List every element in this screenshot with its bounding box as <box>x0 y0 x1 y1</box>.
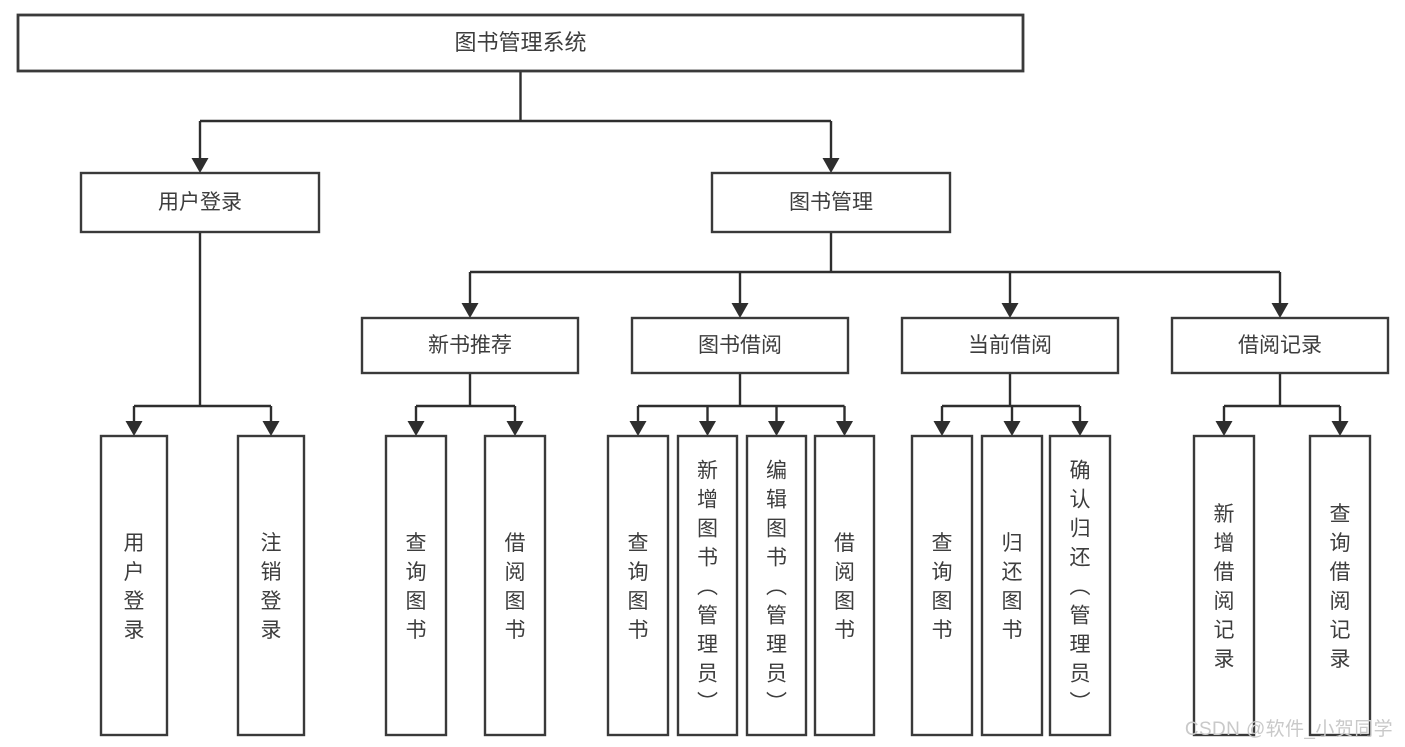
node-borrow-record[interactable]: 借阅记录 <box>1170 316 1390 375</box>
node-box <box>1308 434 1372 737</box>
node-leaf-borrow-book-2[interactable]: 借阅图书 <box>813 434 876 737</box>
node-box <box>1170 316 1390 375</box>
node-leaf-query-book-2[interactable]: 查询图书 <box>606 434 670 737</box>
node-label: 借阅图书 <box>834 532 855 642</box>
to-leaf-edit-book-arrowhead <box>768 421 785 436</box>
node-leaf-add-record[interactable]: 新增借阅记录 <box>1192 434 1256 737</box>
node-box <box>710 171 952 234</box>
node-book-borrow[interactable]: 图书借阅 <box>630 316 850 375</box>
node-label: 确认归还︵管理员︶ <box>1070 460 1091 715</box>
to-book-manage-arrowhead <box>822 158 840 173</box>
to-leaf-add-record-arrowhead <box>1215 421 1233 436</box>
node-label: 当前借阅 <box>968 334 1052 357</box>
node-label: 新增图书︵管理员︶ <box>697 460 718 715</box>
node-box <box>79 171 321 234</box>
node-label: 新书推荐 <box>428 334 512 357</box>
to-leaf-borrow-book-2-arrowhead <box>836 421 853 436</box>
node-box <box>1048 434 1112 737</box>
node-new-book-recommend[interactable]: 新书推荐 <box>360 316 580 375</box>
node-user-login[interactable]: 用户登录 <box>79 171 321 234</box>
node-leaf-confirm-return[interactable]: 确认归还︵管理员︶ <box>1048 434 1112 737</box>
node-box <box>1192 434 1256 737</box>
node-root[interactable]: 图书管理系统 <box>16 13 1025 73</box>
to-borrow-record-arrowhead <box>1271 303 1289 318</box>
to-leaf-return-book-arrowhead <box>1003 421 1021 436</box>
node-label: 借阅记录 <box>1238 334 1322 357</box>
node-current-borrow[interactable]: 当前借阅 <box>900 316 1120 375</box>
node-label: 图书管理 <box>789 191 873 214</box>
to-new-book-recommend-arrowhead <box>461 303 479 318</box>
node-leaf-query-book-3[interactable]: 查询图书 <box>910 434 974 737</box>
connector-layer <box>125 71 1349 436</box>
node-box <box>483 434 547 737</box>
node-leaf-return-book[interactable]: 归还图书 <box>980 434 1044 737</box>
node-label: 新增借阅记录 <box>1214 503 1235 671</box>
node-leaf-user-login[interactable]: 用户登录 <box>99 434 169 737</box>
node-label: 编辑图书︵管理员︶ <box>766 460 787 715</box>
to-leaf-add-book-arrowhead <box>699 421 716 436</box>
csdn-watermark: CSDN @软件_小贺同学 <box>1184 719 1393 740</box>
node-label: 图书借阅 <box>698 334 782 357</box>
to-book-borrow-arrowhead <box>731 303 749 318</box>
node-label: 查询图书 <box>932 532 953 642</box>
node-leaf-borrow-book-1[interactable]: 借阅图书 <box>483 434 547 737</box>
node-box <box>745 434 808 737</box>
node-label: 借阅图书 <box>505 532 526 642</box>
node-book-manage[interactable]: 图书管理 <box>710 171 952 234</box>
to-leaf-logout-arrowhead <box>262 421 280 436</box>
node-label: 归还图书 <box>1002 532 1023 642</box>
node-leaf-logout[interactable]: 注销登录 <box>236 434 306 737</box>
to-leaf-borrow-book-1-arrowhead <box>506 421 524 436</box>
node-box <box>606 434 670 737</box>
to-user-login-arrowhead <box>191 158 209 173</box>
to-current-borrow-arrowhead <box>1001 303 1019 318</box>
node-label: 注销登录 <box>261 532 282 642</box>
node-box <box>236 434 306 737</box>
node-layer: 图书管理系统用户登录用户登录注销登录图书管理新书推荐查询图书借阅图书图书借阅查询… <box>16 13 1390 737</box>
node-box <box>630 316 850 375</box>
node-leaf-query-record[interactable]: 查询借阅记录 <box>1308 434 1372 737</box>
node-leaf-query-book-1[interactable]: 查询图书 <box>384 434 448 737</box>
to-leaf-query-book-1-arrowhead <box>407 421 425 436</box>
node-box <box>980 434 1044 737</box>
to-leaf-user-login-arrowhead <box>125 421 143 436</box>
to-leaf-query-book-3-arrowhead <box>933 421 951 436</box>
node-box <box>900 316 1120 375</box>
node-box <box>910 434 974 737</box>
node-label: 查询图书 <box>628 532 649 642</box>
node-box <box>360 316 580 375</box>
node-label: 图书管理系统 <box>454 30 586 55</box>
node-leaf-add-book[interactable]: 新增图书︵管理员︶ <box>676 434 739 737</box>
to-leaf-query-record-arrowhead <box>1331 421 1349 436</box>
node-box <box>813 434 876 737</box>
node-leaf-edit-book[interactable]: 编辑图书︵管理员︶ <box>745 434 808 737</box>
node-box <box>16 13 1025 73</box>
node-label: 用户登录 <box>124 532 145 642</box>
node-box <box>676 434 739 737</box>
node-label: 用户登录 <box>158 191 242 214</box>
node-box <box>99 434 169 737</box>
to-leaf-confirm-return-arrowhead <box>1071 421 1089 436</box>
node-label: 查询图书 <box>406 532 427 642</box>
node-label: 查询借阅记录 <box>1330 503 1351 671</box>
to-leaf-query-book-2-arrowhead <box>629 421 647 436</box>
node-box <box>384 434 448 737</box>
